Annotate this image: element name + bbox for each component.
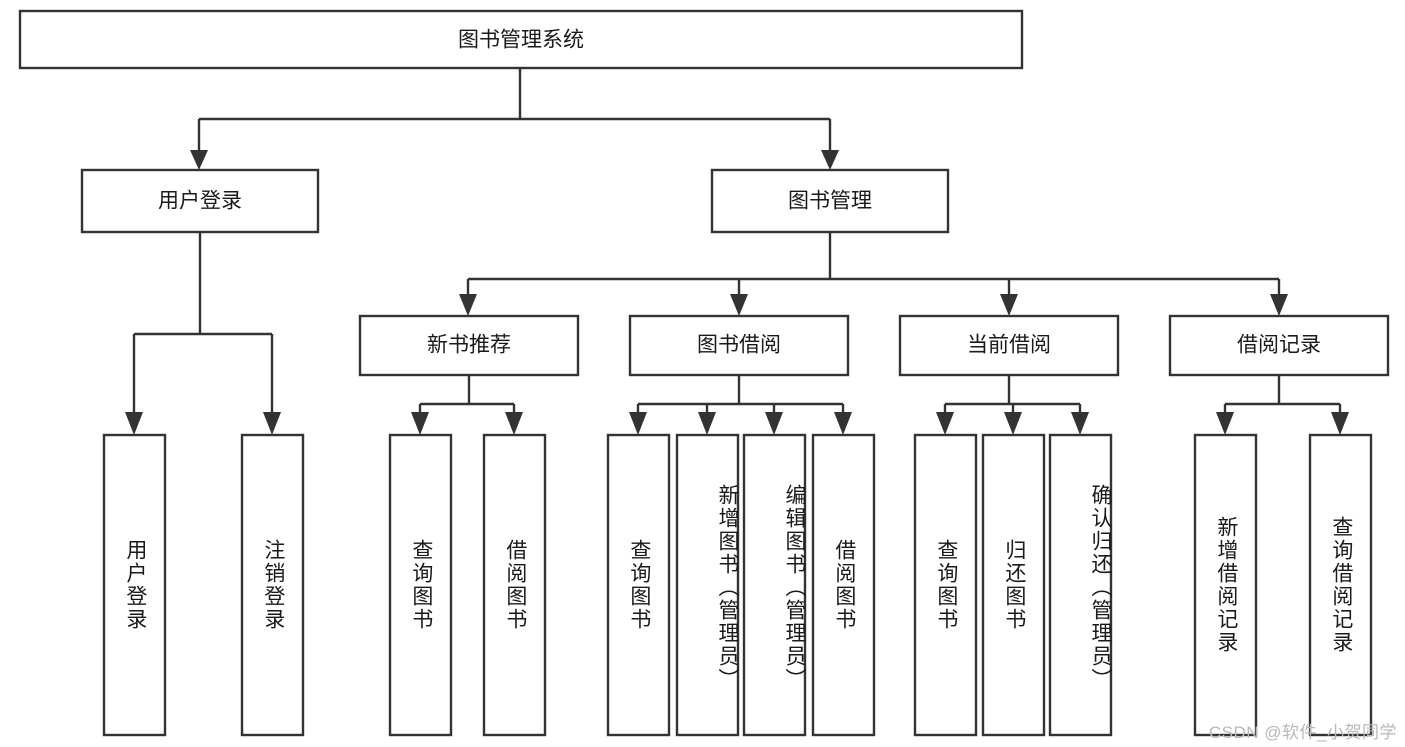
node-root-label: 图书管理系统 bbox=[458, 29, 584, 52]
node-user-login[interactable]: 用户登录 bbox=[80, 168, 320, 234]
connector-root-to-level2 bbox=[190, 68, 839, 170]
leaf-box-query-book-1[interactable] bbox=[388, 433, 453, 737]
connector-bookborrow-to-leaves bbox=[629, 375, 852, 435]
watermark: CSDN @软件_小贺同学 bbox=[1208, 723, 1397, 742]
node-current-borrow-label: 当前借阅 bbox=[967, 334, 1051, 357]
node-book-management-label: 图书管理 bbox=[788, 190, 872, 213]
node-root[interactable]: 图书管理系统 bbox=[18, 9, 1024, 70]
leaf-box-add-record[interactable] bbox=[1193, 433, 1258, 737]
connector-borrowrecord-to-leaves bbox=[1216, 375, 1349, 435]
leaf-box-query-book-2[interactable] bbox=[606, 433, 671, 737]
node-book-borrow-label: 图书借阅 bbox=[697, 334, 781, 357]
leaf-box-query-record[interactable] bbox=[1308, 433, 1373, 737]
connector-currentborrow-to-leaves bbox=[936, 375, 1089, 435]
node-book-borrow[interactable]: 图书借阅 bbox=[628, 314, 850, 377]
leaf-box-confirm-return[interactable] bbox=[1048, 433, 1113, 737]
connector-userlogin-to-leaves bbox=[125, 232, 281, 435]
node-user-login-label: 用户登录 bbox=[158, 190, 242, 213]
node-borrow-record-label: 借阅记录 bbox=[1237, 334, 1321, 357]
connector-newbook-to-leaves bbox=[411, 375, 523, 435]
leaf-box-user-login[interactable] bbox=[102, 433, 167, 737]
node-book-management[interactable]: 图书管理 bbox=[710, 168, 950, 234]
leaf-box-query-book-3[interactable] bbox=[913, 433, 978, 737]
leaf-box-add-book[interactable] bbox=[675, 433, 740, 737]
leaf-box-edit-book[interactable] bbox=[742, 433, 807, 737]
leaf-box-logout[interactable] bbox=[240, 433, 305, 737]
leaf-box-return-book[interactable] bbox=[981, 433, 1046, 737]
leaf-box-borrow-book-1[interactable] bbox=[482, 433, 547, 737]
node-new-book-recommend-label: 新书推荐 bbox=[427, 334, 511, 357]
node-borrow-record[interactable]: 借阅记录 bbox=[1168, 314, 1390, 377]
node-new-book-recommend[interactable]: 新书推荐 bbox=[358, 314, 580, 377]
leaf-boxes bbox=[102, 433, 1373, 737]
leaf-box-borrow-book-2[interactable] bbox=[811, 433, 876, 737]
connector-bookmgmt-to-level3 bbox=[459, 232, 1288, 316]
node-current-borrow[interactable]: 当前借阅 bbox=[898, 314, 1120, 377]
